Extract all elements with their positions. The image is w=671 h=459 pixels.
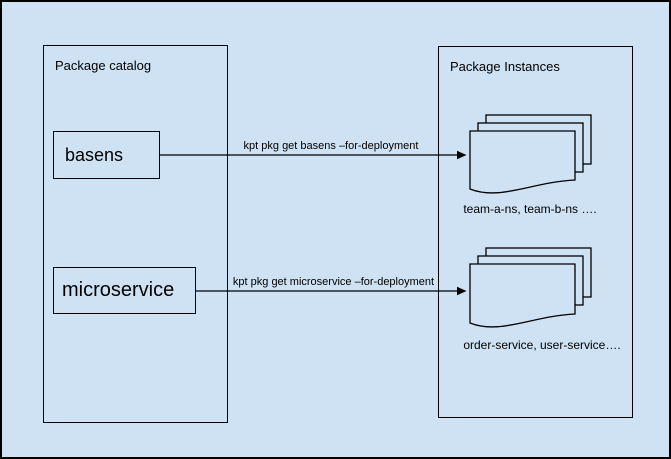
package-catalog-title: Package catalog (55, 58, 152, 73)
package-instances-container: Package Instances (438, 46, 633, 418)
microservice-node: microservice (53, 267, 196, 314)
arrow-label-basens-command: kpt pkg get basens –for-deployment (243, 140, 419, 152)
stack-caption-order-services: order-service, user-service…. (463, 338, 621, 352)
arrow-microservice (196, 286, 467, 296)
package-catalog-container: Package catalog (43, 45, 228, 423)
arrow-label-microservice-command: kpt pkg get microservice –for-deployment (232, 276, 435, 288)
microservice-node-label: microservice (62, 279, 175, 301)
package-instances-title: Package Instances (450, 59, 560, 74)
basens-node: basens (53, 131, 160, 179)
basens-node-label: basens (65, 144, 124, 165)
stack-caption-team-namespaces: team-a-ns, team-b-ns …. (463, 202, 597, 216)
